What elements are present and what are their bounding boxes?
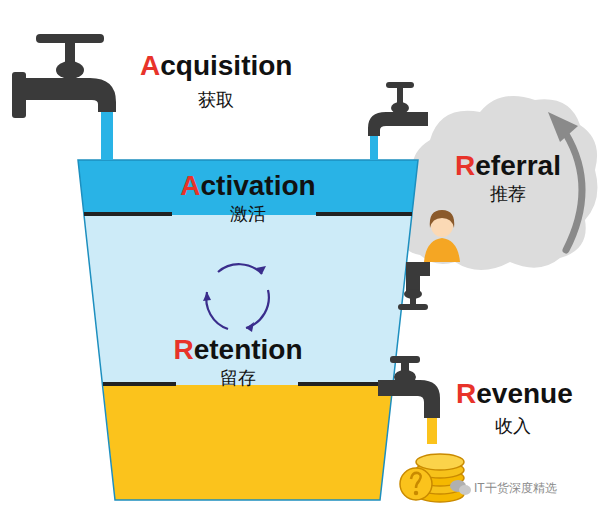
- coin-stack: [400, 454, 464, 502]
- activation-band: Activation激活: [140, 170, 356, 238]
- referral-faucet-bottom: [398, 262, 430, 310]
- stage-name: Retention: [173, 334, 302, 366]
- water-stream: [101, 112, 113, 160]
- retention-cycle: [203, 264, 269, 332]
- stage-name-zh: 获取: [198, 88, 234, 112]
- watermark: IT干货深度精选: [472, 480, 559, 496]
- person-icon: [424, 210, 460, 262]
- stage-name: Revenue: [456, 378, 573, 410]
- revenue-faucet: [378, 356, 440, 418]
- stage-name-zh: 留存: [220, 366, 256, 390]
- referral-cloud: [402, 96, 598, 270]
- stage-name-zh: 收入: [495, 414, 531, 438]
- stage-name-zh: 激活: [230, 202, 266, 226]
- stage-name-zh: 推荐: [490, 182, 526, 206]
- water-stream: [370, 136, 378, 160]
- retention-region: Retention留存: [130, 334, 346, 402]
- referral-faucet-top: [368, 82, 428, 136]
- stage-name: Activation: [180, 170, 315, 202]
- gold-stream: [427, 418, 437, 444]
- wechat-icon: [450, 480, 471, 495]
- stage-name: Acquisition: [140, 50, 292, 82]
- referral-cloud: Referral推荐: [438, 150, 578, 216]
- stage-name: Referral: [455, 150, 561, 182]
- acquisition-faucet: [12, 34, 116, 118]
- bucket: [78, 160, 418, 500]
